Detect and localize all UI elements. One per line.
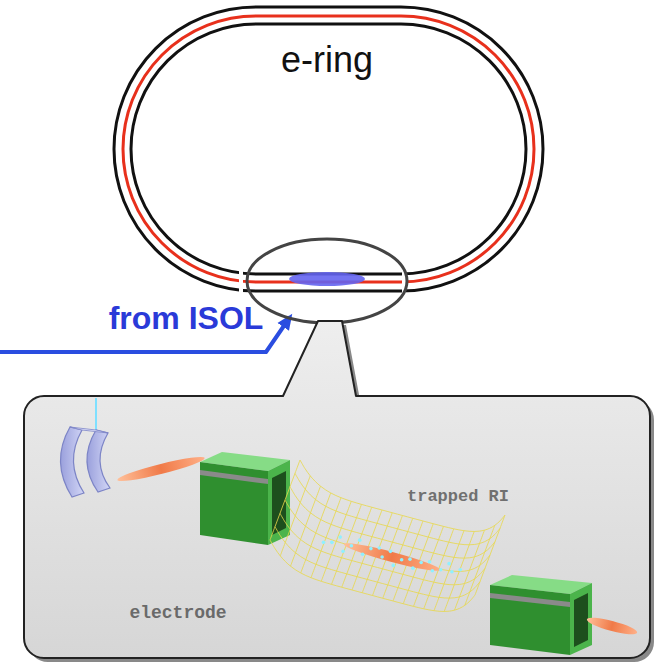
tube-front	[490, 585, 570, 655]
ion-bunch	[289, 272, 365, 286]
mesh-line	[291, 486, 321, 566]
ion-beam	[116, 453, 206, 484]
electrode-plate	[60, 427, 84, 497]
tube-electrode	[490, 575, 592, 655]
ion-dot	[458, 568, 462, 572]
ion-dot	[447, 562, 451, 566]
zoom-circle	[247, 239, 407, 323]
mesh-line	[444, 531, 474, 611]
ring-track	[123, 16, 534, 282]
mesh-line	[280, 513, 485, 584]
tube-stripe	[490, 593, 570, 607]
ion-dot	[411, 566, 415, 570]
potential-mesh	[270, 460, 505, 611]
ion-dot	[322, 541, 326, 545]
ion-dot	[431, 569, 435, 573]
callout-panel: trapped RI electrode	[22, 395, 652, 662]
mesh-line	[321, 501, 351, 581]
ion-dot	[450, 570, 454, 574]
mesh-line	[295, 473, 500, 544]
ion-dot	[419, 561, 423, 565]
ion-beam	[586, 614, 639, 637]
mesh-line	[275, 527, 480, 598]
storage-ring: e-ring	[112, 5, 545, 293]
ion-dot	[439, 568, 443, 572]
mesh-line	[311, 498, 341, 578]
ion-dot	[350, 544, 354, 548]
mesh-line	[270, 460, 300, 540]
electrode-plate	[87, 430, 110, 492]
ion-dot	[391, 564, 395, 568]
ring-track	[131, 24, 526, 274]
ion-dot	[338, 535, 342, 539]
ion-dot	[377, 546, 381, 550]
ion-cloud	[342, 539, 441, 575]
ion-dot	[341, 549, 345, 553]
ring-name: e-ring	[281, 39, 373, 80]
ion-dot	[361, 552, 365, 556]
ring-track	[114, 7, 543, 291]
mesh-line	[270, 540, 475, 611]
ion-dot	[428, 560, 432, 564]
ion-dot	[369, 547, 373, 551]
mesh-line	[455, 530, 485, 610]
mesh-line	[301, 493, 331, 573]
electrode-top	[70, 427, 108, 433]
trapped-ions	[322, 535, 462, 574]
ion-dot	[330, 541, 334, 545]
tube-hole	[574, 593, 588, 647]
ion-dot	[358, 538, 362, 542]
source-label: from ISOL	[109, 300, 264, 337]
tube-stripe	[200, 470, 268, 484]
electrode-plates	[60, 427, 110, 497]
ion-dot	[380, 555, 384, 559]
mesh-line	[280, 476, 310, 556]
part-label: trapped RI	[407, 487, 509, 507]
tube-front	[200, 462, 268, 545]
tube-electrode	[200, 452, 290, 545]
ion-dot	[400, 558, 404, 562]
ion-dot	[408, 557, 412, 561]
ion-dot	[389, 550, 393, 554]
part-label: electrode	[129, 603, 226, 624]
injection-gap	[239, 263, 243, 297]
panel-body	[24, 321, 650, 658]
